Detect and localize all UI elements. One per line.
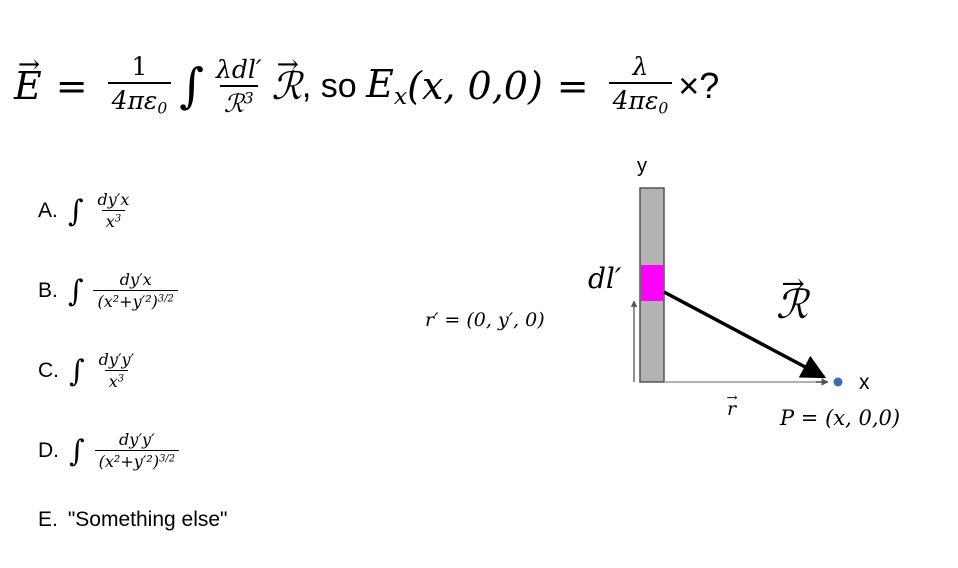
unknown-factor: ×? (678, 65, 720, 106)
field-position-label: r (727, 398, 736, 420)
integral-sign: ∫ (69, 433, 85, 469)
field-vector-E: E (14, 64, 42, 108)
option-d[interactable]: D. ∫ dy′y′ (x²+y′²)3/2 (38, 432, 185, 470)
equals-sign: = (55, 64, 88, 108)
integral-sign: ∫ (179, 58, 204, 114)
separation-vector-arrow (663, 290, 827, 379)
rhs-numerator: λ (632, 52, 649, 82)
option-a-label: A. (38, 199, 58, 222)
option-c[interactable]: C. ∫ dy′y′ x3 (38, 352, 144, 390)
option-d-label: D. (38, 439, 59, 462)
option-d-denominator: (x²+y′²)3/2 (94, 450, 180, 470)
option-c-numerator: dy′y′ (98, 350, 135, 369)
integral-sign: ∫ (67, 273, 84, 309)
option-a-numerator: dy′x (97, 190, 130, 209)
integral-sign: ∫ (67, 193, 84, 229)
rhs-denominator: 4πε0 (608, 82, 673, 117)
equals-sign-2: = (556, 64, 589, 108)
title-equation: E = 1 4πε0 ∫ λdl′ ℛ3 ℛ , so Ex (x, 0,0) … (14, 36, 719, 136)
option-e-text: "Something else" (67, 508, 228, 531)
so-connector: , so (301, 66, 367, 105)
separation-vector-R: ℛ (272, 64, 302, 108)
option-c-denominator: x3 (104, 370, 129, 390)
x-axis-label: x (859, 371, 870, 394)
option-c-fraction: dy′y′ x3 (95, 352, 139, 390)
option-b-numerator: dy′x (119, 270, 152, 289)
option-d-numerator: dy′y′ (119, 430, 155, 449)
field-component-Ex: Ex (366, 61, 408, 111)
option-a-denominator: x3 (101, 210, 126, 230)
option-c-label: C. (38, 359, 59, 382)
charge-element (641, 265, 663, 301)
y-axis-label: y (637, 155, 647, 177)
option-a-fraction: dy′x x3 (93, 192, 133, 230)
observation-point (833, 377, 843, 387)
coefficient-denominator: 4πε0 (107, 82, 172, 117)
integral-sign: ∫ (69, 353, 85, 389)
coefficient-numerator: 1 (131, 52, 148, 82)
rhs-fraction: λ 4πε0 (608, 52, 673, 117)
source-position-label: r′ = (0, y′, 0) (425, 309, 545, 331)
option-b-label: B. (38, 279, 58, 302)
integrand-fraction: λdl′ ℛ3 (212, 57, 266, 116)
field-arguments: (x, 0,0) (407, 64, 543, 108)
point-coordinates-label: P = (x, 0,0) (780, 406, 901, 430)
coefficient-fraction: 1 4πε0 (107, 52, 172, 117)
option-e[interactable]: E. "Something else" (38, 508, 228, 532)
element-label: dl′ (588, 262, 622, 295)
integrand-denominator: ℛ3 (219, 84, 258, 116)
integrand-numerator: λdl′ (215, 54, 262, 84)
separation-vector-label: ℛ (776, 282, 808, 328)
option-b-denominator: (x²+y′²)3/2 (93, 290, 178, 310)
option-a[interactable]: A. ∫ dy′x x3 (38, 192, 139, 230)
option-e-label: E. (38, 508, 58, 531)
option-b-fraction: dy′x (x²+y′²)3/2 (93, 270, 178, 310)
option-b[interactable]: B. ∫ dy′x (x²+y′²)3/2 (38, 272, 184, 310)
option-d-fraction: dy′y′ (x²+y′²)3/2 (94, 430, 180, 470)
